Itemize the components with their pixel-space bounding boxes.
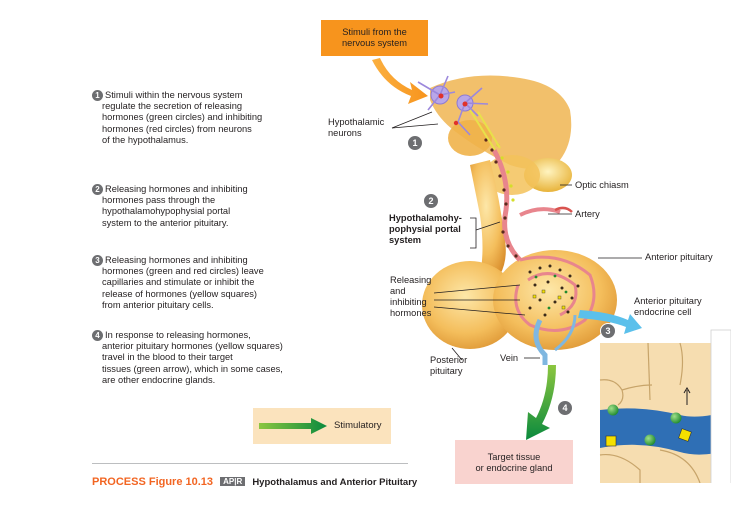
label-line: system bbox=[389, 235, 462, 246]
callout-4: 4 bbox=[557, 400, 573, 416]
label-line: Posterior bbox=[430, 355, 467, 366]
label-line: endocrine cell bbox=[634, 307, 702, 318]
label-anterior-pituitary: Anterior pituitary bbox=[645, 252, 713, 263]
label-line: and bbox=[390, 286, 431, 297]
label-line: Hypothalamic bbox=[328, 117, 384, 128]
label-line: pophysial portal bbox=[389, 224, 462, 235]
label-line: neurons bbox=[328, 128, 384, 139]
callout-2: 2 bbox=[423, 193, 439, 209]
label-line: inhibiting bbox=[390, 297, 431, 308]
label-vein: Vein bbox=[500, 353, 518, 364]
target-tissue-box: Target tissue or endocrine gland bbox=[455, 440, 573, 484]
label-hypothalamic-neurons: Hypothalamic neurons bbox=[328, 117, 384, 139]
label-portal-system: Hypothalamohy- pophysial portal system bbox=[389, 213, 462, 246]
label-posterior-pituitary: Posterior pituitary bbox=[430, 355, 467, 377]
label-artery: Artery bbox=[575, 209, 600, 220]
label-line: hormones bbox=[390, 308, 431, 319]
target-line2: or endocrine gland bbox=[455, 463, 573, 474]
label-releasing-hormones: Releasing and inhibiting hormones bbox=[390, 275, 431, 319]
callout-1: 1 bbox=[407, 135, 423, 151]
label-optic-chiasm: Optic chiasm bbox=[575, 180, 629, 191]
callout-3: 3 bbox=[600, 323, 616, 339]
label-line: Releasing bbox=[390, 275, 431, 286]
label-line: Anterior pituitary bbox=[634, 296, 702, 307]
label-line: pituitary bbox=[430, 366, 467, 377]
label-endocrine-cell: Anterior pituitary endocrine cell bbox=[634, 296, 702, 318]
target-line1: Target tissue bbox=[455, 452, 573, 463]
label-line: Hypothalamohy- bbox=[389, 213, 462, 224]
